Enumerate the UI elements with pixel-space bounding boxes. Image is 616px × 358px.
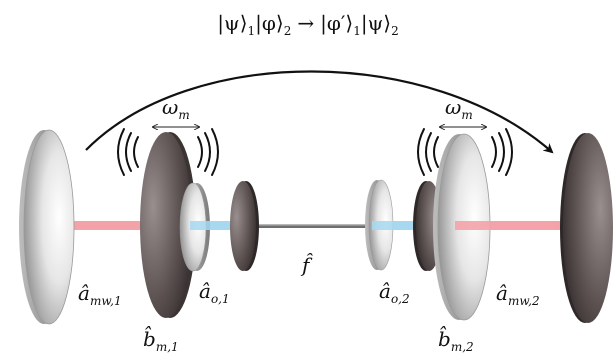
a-o-2-label: âo,2 (379, 279, 410, 306)
b-m-2-label: b̂m,2 (438, 325, 474, 354)
omega-m-right-label: ωm (445, 95, 473, 122)
omega-m-left-label: ωm (162, 95, 190, 122)
fiber-link (250, 224, 370, 228)
vibration-arcs-right (417, 128, 513, 176)
vibration-arcs-left (117, 128, 219, 176)
optical-beam-left-overlay (190, 221, 240, 230)
microwave-mirror-right (560, 133, 613, 323)
state-swap-title: |ψ⟩1|φ⟩2→|φ′⟩1|ψ⟩2 (217, 11, 398, 38)
optical-mirror-left-outer (230, 181, 259, 271)
microwave-mirror-left (19, 129, 75, 325)
microwave-beam-right-overlay (455, 221, 555, 230)
b-m-1-label: b̂m,1 (143, 325, 179, 354)
microwave-beam-left (36, 221, 156, 230)
mechanical-membrane-left (140, 132, 196, 318)
f-hat-label: f̂ (300, 253, 314, 277)
a-mw-1-label: âmw,1 (78, 281, 122, 308)
a-o-1-label: âo,1 (199, 279, 230, 306)
optical-beam-right-overlay (372, 221, 422, 230)
a-mw-2-label: âmw,2 (496, 281, 540, 308)
transfer-arrow (85, 70, 554, 154)
fiber-highlight (250, 224, 370, 226)
